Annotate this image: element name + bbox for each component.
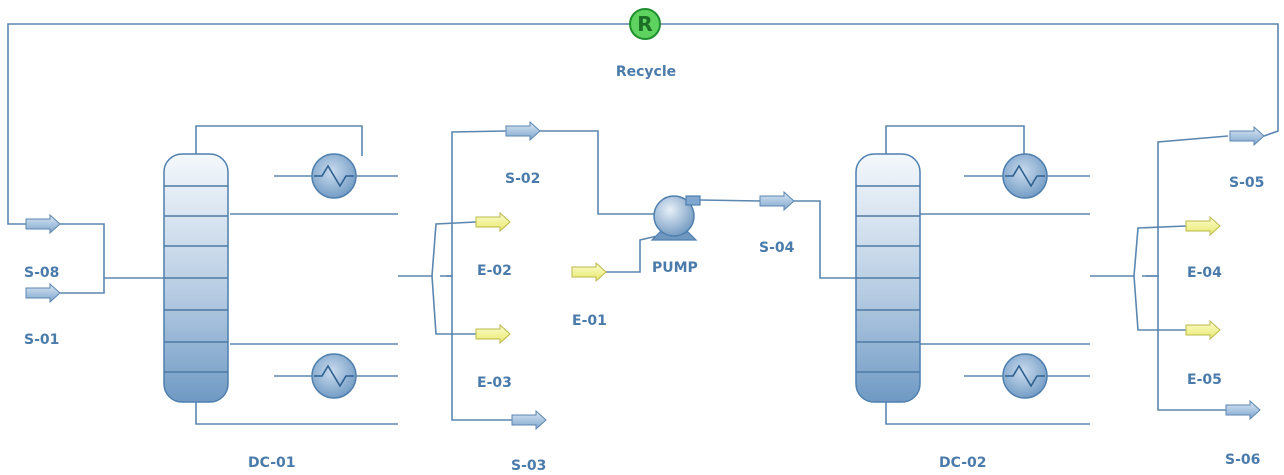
stream-arrow-s05[interactable] (1229, 125, 1265, 147)
recycle-icon (629, 8, 661, 40)
stream-arrow-s02[interactable] (505, 120, 541, 142)
label-s06: S-06 (1225, 452, 1260, 468)
s03-branch (440, 275, 512, 421)
s05-branch (1146, 192, 1159, 277)
s08-pipe (60, 223, 164, 279)
label-e03: E-03 (477, 375, 512, 391)
dc01-condenser[interactable] (311, 153, 357, 199)
column-dc01[interactable] (163, 153, 229, 403)
recycle-label: Recycle (616, 64, 676, 80)
label-e05: E-05 (1187, 372, 1222, 388)
stream-arrow-s08[interactable] (25, 213, 61, 235)
energy-arrow-e05[interactable] (1185, 319, 1221, 341)
label-s05: S-05 (1229, 175, 1264, 191)
e02-branch (431, 275, 476, 335)
e05-branch (1133, 275, 1186, 331)
s06-branch (1142, 275, 1226, 411)
label-s04: S-04 (759, 240, 795, 256)
dc02-condenser[interactable] (1002, 153, 1048, 199)
s04-pipe (699, 199, 761, 202)
dc01-bottoms-pipe (195, 400, 398, 425)
label-e02: E-02 (477, 263, 512, 279)
s05-pipe (1157, 135, 1229, 192)
dc01-outlet-pipe (398, 221, 477, 277)
dc01-reboiler[interactable] (311, 353, 357, 399)
label-pump: PUMP (652, 260, 698, 276)
stream-arrow-s01[interactable] (25, 282, 61, 304)
energy-arrow-e02[interactable] (475, 211, 511, 233)
dc02-reboiler[interactable] (1002, 353, 1048, 399)
label-s02: S-02 (505, 171, 540, 187)
energy-arrow-e04[interactable] (1185, 215, 1221, 237)
label-s01: S-01 (24, 332, 59, 348)
stream-arrow-s04[interactable] (759, 190, 795, 212)
energy-arrow-e01[interactable] (571, 261, 607, 283)
stream-arrow-s03[interactable] (511, 409, 547, 431)
s04-to-dc02 (794, 200, 858, 279)
e01-to-pump (606, 233, 667, 273)
dc02-outlet-pipe (1090, 225, 1187, 277)
label-e04: E-04 (1187, 265, 1222, 281)
recycle-symbol: R (637, 12, 652, 36)
label-dc01: DC-01 (248, 455, 296, 471)
s01-pipe (60, 278, 105, 294)
label-dc02: DC-02 (939, 455, 987, 471)
pump[interactable] (650, 195, 701, 241)
label-e01: E-01 (572, 313, 607, 329)
column-dc02[interactable] (855, 153, 921, 403)
s02-to-pump (540, 130, 654, 215)
label-s03: S-03 (511, 458, 546, 474)
dc01-overhead-pipe (195, 125, 363, 156)
energy-arrow-e03[interactable] (475, 323, 511, 345)
s02-branch (446, 130, 507, 277)
dc02-bottoms-pipe (885, 400, 1090, 425)
stream-arrow-s06[interactable] (1225, 399, 1261, 421)
recycle-block[interactable]: R (629, 8, 661, 40)
label-s08: S-08 (24, 265, 59, 281)
dc02-overhead-pipe (885, 125, 1025, 156)
